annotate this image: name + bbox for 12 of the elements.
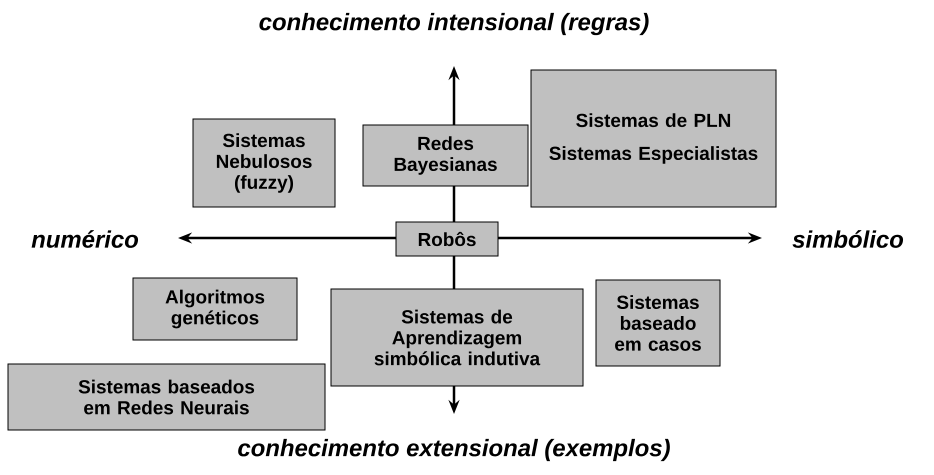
axis-label: conhecimento extensional (exemplos) bbox=[238, 438, 670, 462]
category-box: Sistemas de PLN Sistemas Especialistas bbox=[530, 70, 777, 208]
axis-label: numérico bbox=[32, 230, 138, 248]
axis-label: conhecimento intensional (regras) bbox=[259, 12, 649, 36]
category-box: Sistemas Nebulosos (fuzzy) bbox=[192, 118, 336, 208]
category-box: Redes Bayesianas bbox=[362, 124, 528, 186]
category-box: Sistemas baseado em casos bbox=[596, 280, 720, 366]
axis-label: simbólico bbox=[792, 230, 904, 248]
category-box: Sistemas de Aprendizagem simbólica indutiva bbox=[330, 288, 584, 386]
category-box: Robôs bbox=[396, 222, 498, 256]
category-box: Algoritmos genéticos bbox=[132, 278, 298, 340]
category-box: Sistemas baseados em Redes Neurais bbox=[8, 364, 326, 430]
